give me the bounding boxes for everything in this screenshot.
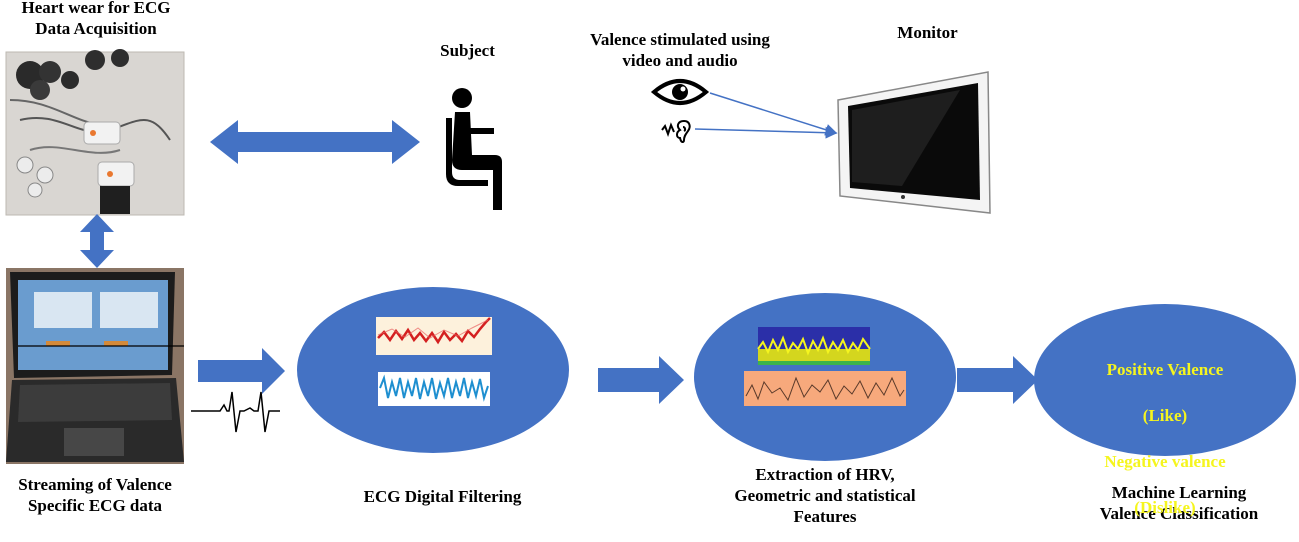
ecg-filtering-label: ECG Digital Filtering	[363, 487, 522, 506]
double-arrow-horizontal	[210, 120, 420, 164]
eye-icon	[650, 79, 710, 105]
seated-person-icon	[446, 88, 502, 210]
heart-wear-photo	[5, 49, 185, 216]
arrow-streaming-to-filtering	[198, 348, 285, 394]
hrv-plot-panel	[744, 371, 906, 406]
ear-icon	[661, 119, 691, 144]
classification-ellipse	[1034, 304, 1296, 456]
classification-text: Positive Valence (Like) Negative valence…	[1060, 335, 1270, 542]
monitor-icon	[837, 71, 991, 214]
dislike-label: (Dislike)	[1134, 498, 1196, 517]
subject-label: Subject	[440, 41, 495, 60]
positive-valence-label: Positive Valence	[1106, 360, 1224, 379]
laptop-photo	[6, 268, 184, 464]
extraction-label: Extraction of HRV, Geometric and statist…	[734, 465, 916, 526]
arrow-filtering-to-extraction	[598, 356, 684, 404]
ear-to-monitor-line	[694, 126, 838, 139]
like-label: (Like)	[1142, 406, 1188, 425]
ecg-waveform-icon	[191, 391, 280, 433]
blue-ecg-signal	[379, 374, 489, 402]
filtering-ellipse	[297, 287, 569, 453]
ml-classification-label: Machine Learning Valence Classification	[1099, 483, 1259, 523]
monitor-label: Monitor	[897, 23, 958, 42]
arrow-extraction-to-classification	[957, 356, 1038, 404]
spectrogram-panel	[757, 327, 871, 365]
streaming-label: Streaming of Valence Specific ECG data	[18, 475, 172, 515]
eye-to-monitor-line	[709, 92, 838, 136]
negative-valence-label: Negative valence	[1104, 452, 1226, 471]
valence-stimulated-label: Valence stimulated using video and audio	[590, 30, 770, 70]
double-arrow-vertical	[80, 214, 114, 268]
heart-wear-label: Heart wear for ECG Data Acquisition	[21, 0, 171, 38]
